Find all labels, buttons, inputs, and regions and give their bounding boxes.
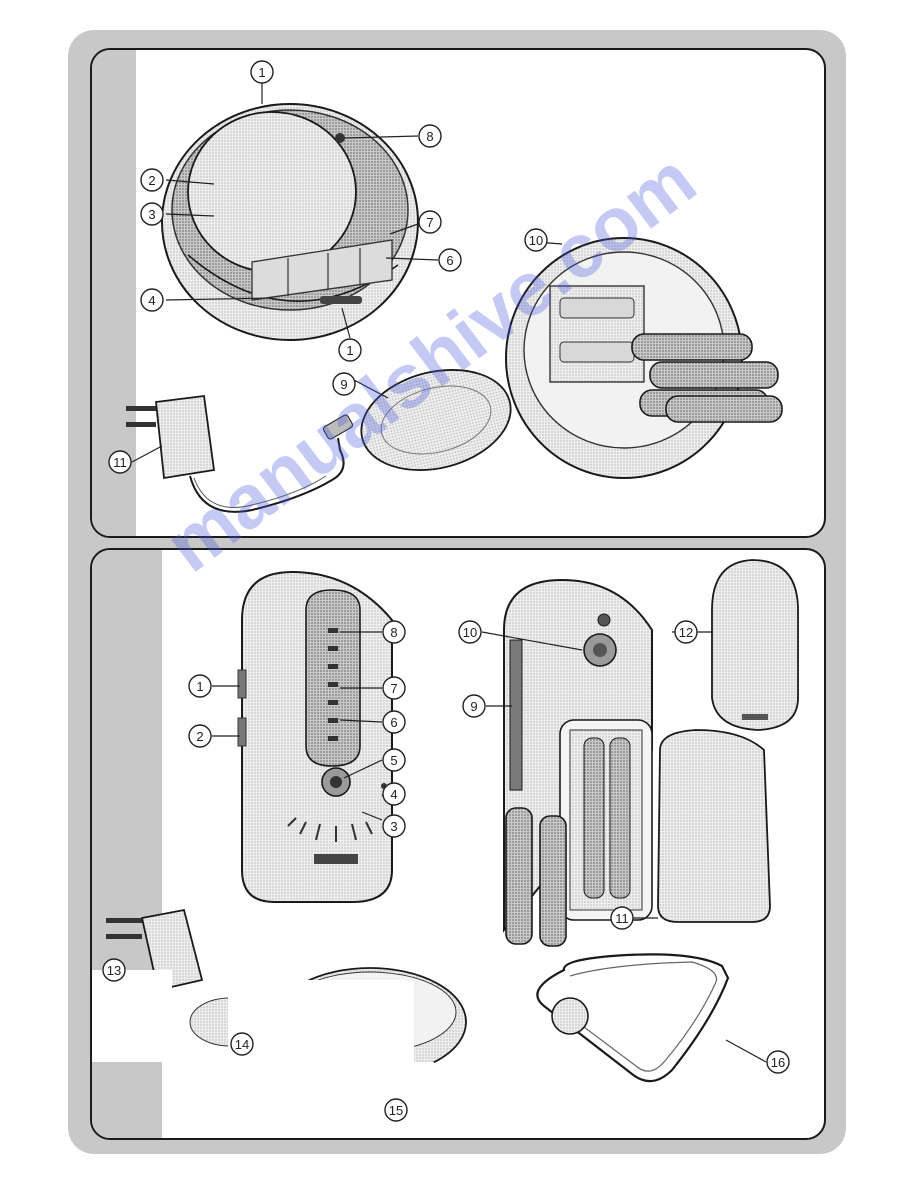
callout-bottom-4: 4 xyxy=(382,782,406,806)
svg-text:6: 6 xyxy=(446,253,453,268)
svg-text:8: 8 xyxy=(390,625,397,640)
callout-bottom-12: 12 xyxy=(674,620,698,644)
svg-text:2: 2 xyxy=(196,729,203,744)
svg-text:15: 15 xyxy=(389,1103,403,1118)
svg-text:13: 13 xyxy=(107,963,121,978)
svg-text:7: 7 xyxy=(426,215,433,230)
callout-bottom-11: 11 xyxy=(610,906,634,930)
callout-bottom-10: 10 xyxy=(458,620,482,644)
battery-cover xyxy=(360,369,512,471)
svg-text:9: 9 xyxy=(470,699,477,714)
parent-unit-back xyxy=(505,237,783,479)
neck-cord xyxy=(536,953,730,1083)
callout-bottom-1: 1 xyxy=(188,674,212,698)
callout-top-8: 8 xyxy=(418,124,442,148)
svg-text:10: 10 xyxy=(463,625,477,640)
callout-top-9: 9 xyxy=(332,372,356,396)
svg-text:8: 8 xyxy=(426,129,433,144)
callout-bottom-5: 5 xyxy=(382,748,406,772)
callout-bottom-3: 3 xyxy=(382,814,406,838)
callout-top-2: 2 xyxy=(140,168,164,192)
callout-bottom-8: 8 xyxy=(382,620,406,644)
back-cover xyxy=(711,559,799,731)
battery-cells xyxy=(631,333,783,423)
mask-center xyxy=(228,980,414,1090)
svg-text:7: 7 xyxy=(390,681,397,696)
svg-text:1: 1 xyxy=(346,343,353,358)
svg-text:10: 10 xyxy=(529,233,543,248)
svg-text:11: 11 xyxy=(113,455,127,470)
svg-text:2: 2 xyxy=(148,173,155,188)
callout-bottom-7: 7 xyxy=(382,676,406,700)
callout-top-1b: 1 xyxy=(338,338,362,362)
baby-unit-back xyxy=(503,578,653,947)
parent-unit-front xyxy=(161,103,419,341)
callout-top-7: 7 xyxy=(418,210,442,234)
svg-text:5: 5 xyxy=(390,753,397,768)
callout-bottom-15: 15 xyxy=(384,1098,408,1122)
callout-bottom-9: 9 xyxy=(462,694,486,718)
callout-top-6: 6 xyxy=(438,248,462,272)
svg-text:6: 6 xyxy=(390,715,397,730)
top-callouts: 1 2 3 4 1 6 7 8 9 10 11 xyxy=(108,60,548,474)
svg-text:16: 16 xyxy=(771,1055,785,1070)
svg-text:4: 4 xyxy=(148,293,155,308)
svg-text:3: 3 xyxy=(390,819,397,834)
top-illustration-panel: 1 2 3 4 1 6 7 8 9 10 11 xyxy=(90,48,826,538)
bottom-illustration-panel: 1 2 3 4 5 6 7 8 9 10 11 12 13 14 15 16 xyxy=(90,548,826,1140)
battery-door xyxy=(657,729,771,923)
power-adapter-top xyxy=(126,394,354,513)
svg-text:12: 12 xyxy=(679,625,693,640)
svg-text:4: 4 xyxy=(390,787,397,802)
callout-top-10: 10 xyxy=(524,228,548,252)
svg-text:9: 9 xyxy=(340,377,347,392)
baby-unit-front xyxy=(237,570,393,903)
callout-bottom-2: 2 xyxy=(188,724,212,748)
callout-bottom-14: 14 xyxy=(230,1032,254,1056)
svg-text:1: 1 xyxy=(258,65,265,80)
svg-text:14: 14 xyxy=(235,1037,249,1052)
callout-top-1: 1 xyxy=(250,60,274,84)
callout-top-4: 4 xyxy=(140,288,164,312)
svg-text:1: 1 xyxy=(196,679,203,694)
callout-bottom-16: 16 xyxy=(766,1050,790,1074)
callout-bottom-13: 13 xyxy=(102,958,126,982)
mask-left xyxy=(92,970,172,1062)
callout-top-3: 3 xyxy=(140,202,164,226)
bottom-callouts: 1 2 3 4 5 6 7 8 9 10 11 12 13 14 15 16 xyxy=(102,620,790,1122)
svg-text:3: 3 xyxy=(148,207,155,222)
svg-text:11: 11 xyxy=(615,911,629,926)
top-panel-drawing: 1 2 3 4 1 6 7 8 9 10 11 xyxy=(92,50,783,536)
callout-top-11: 11 xyxy=(108,450,132,474)
callout-bottom-6: 6 xyxy=(382,710,406,734)
bottom-panel-drawing: 1 2 3 4 5 6 7 8 9 10 11 12 13 14 15 16 xyxy=(92,550,799,1138)
